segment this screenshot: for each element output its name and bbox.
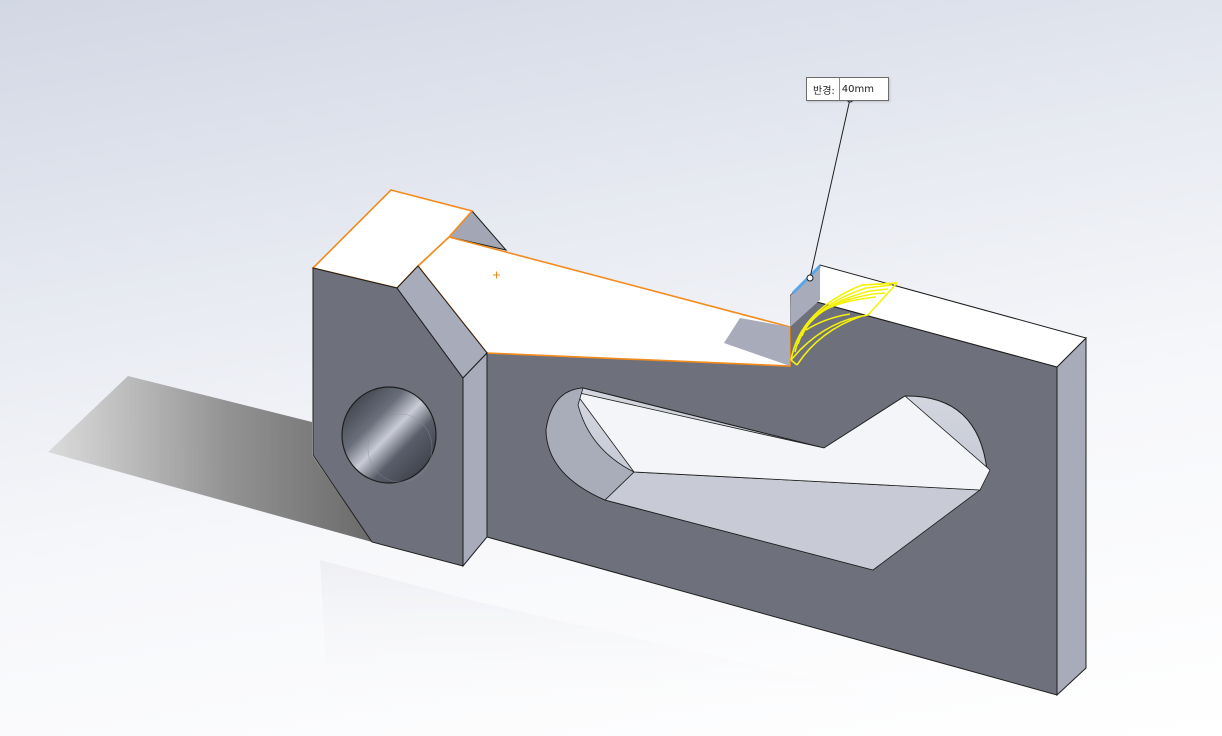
through-hole-inner [367, 413, 433, 483]
notch-wall [790, 265, 820, 327]
floor-reflection [320, 560, 1060, 735]
radius-value-field[interactable]: 40mm [839, 78, 888, 100]
through-hole [341, 386, 437, 484]
fillet-preview[interactable] [790, 282, 898, 366]
right-end-face [1056, 336, 1087, 697]
origin-marker [493, 271, 500, 279]
fillet-radius-callout[interactable]: 반경: 40mm [806, 77, 889, 101]
radius-label: 반경: [807, 78, 840, 100]
callout-leader-line [809, 98, 851, 279]
selected-edge[interactable] [791, 264, 822, 295]
bar-top-shade [724, 318, 790, 366]
slot-left-curve [545, 387, 635, 501]
floor-shadow [48, 376, 372, 542]
callout-leader-anchor[interactable] [806, 274, 814, 282]
left-side-face [462, 351, 488, 568]
